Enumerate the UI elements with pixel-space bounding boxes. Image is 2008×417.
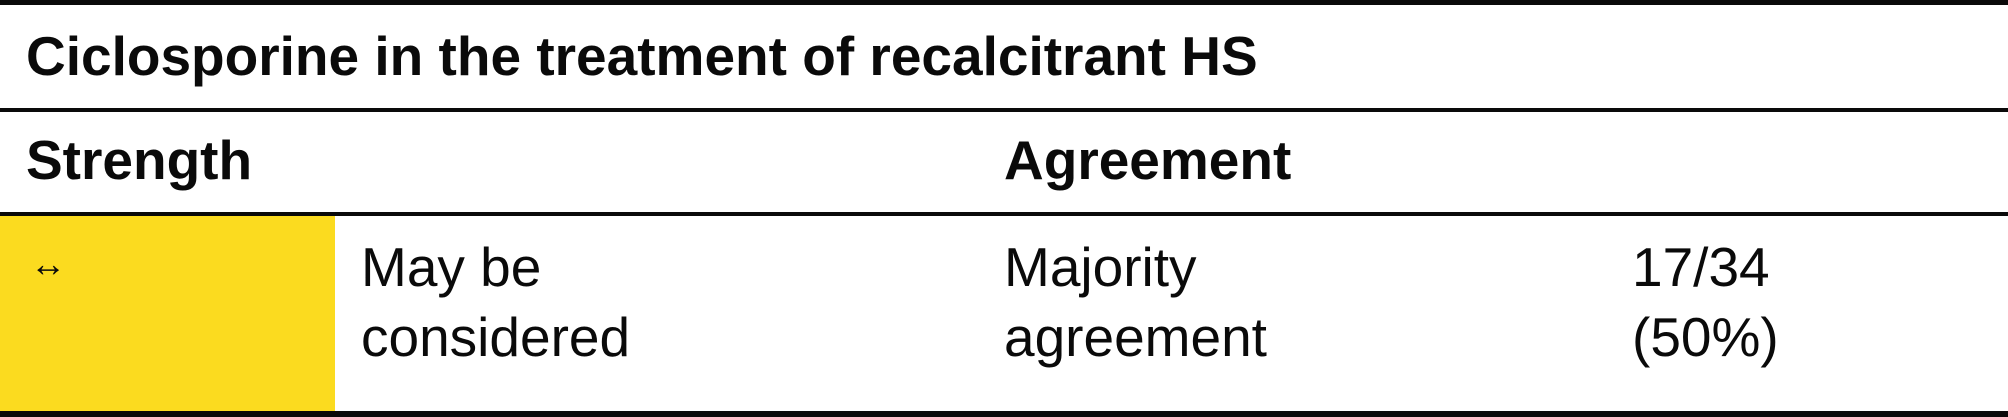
agreement-line-2: agreement	[1004, 306, 1267, 368]
agreement-ratio-text: 17/34 (50%)	[1632, 232, 1992, 372]
strength-color-cell	[0, 216, 335, 411]
recommendation-text: May be considered	[361, 232, 961, 372]
top-rule	[0, 0, 2008, 5]
agreement-line-1: Majority	[1004, 236, 1197, 298]
recommendation-line-1: May be	[361, 236, 542, 298]
strength-header: Strength	[26, 129, 253, 191]
agreement-header: Agreement	[1004, 129, 1292, 191]
left-right-arrow-icon: ↔	[30, 243, 66, 284]
title-divider	[0, 108, 2008, 112]
ratio-line-2: (50%)	[1632, 306, 1779, 368]
agreement-level-text: Majority agreement	[1004, 232, 1564, 372]
ratio-line-1: 17/34	[1632, 236, 1770, 298]
recommendation-line-2: considered	[361, 306, 631, 368]
table-title: Ciclosporine in the treatment of recalci…	[26, 25, 1258, 87]
bottom-rule	[0, 411, 2008, 417]
header-divider	[0, 212, 2008, 216]
